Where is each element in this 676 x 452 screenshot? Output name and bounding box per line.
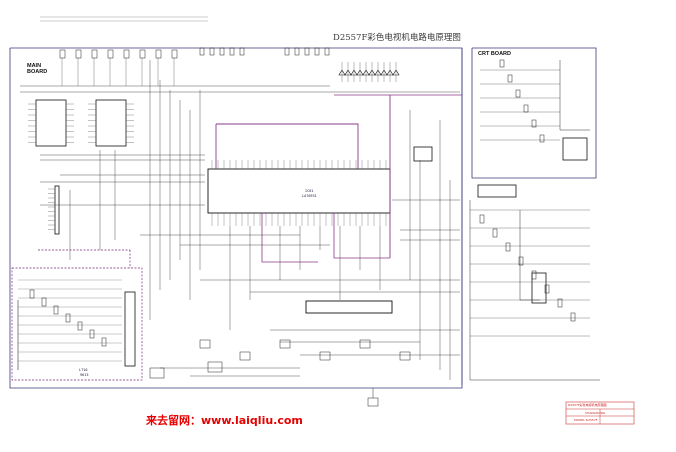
lower-cap <box>239 351 251 361</box>
crt-board-label: CRT BOARD <box>478 51 511 57</box>
top-resistor <box>284 47 290 56</box>
crt-resistor <box>499 59 505 68</box>
crt-resistor <box>523 104 529 113</box>
crt-resistor <box>539 134 545 143</box>
lower-cap <box>399 351 411 361</box>
watermark-text: 来去留网：www.laiqliu.com <box>146 414 303 427</box>
power-resistor <box>89 329 95 339</box>
top-resistor <box>139 49 146 59</box>
crt-board-frame <box>471 47 597 179</box>
right-small-ic <box>413 146 433 162</box>
main-cpu-ic <box>207 168 391 214</box>
left-connector <box>54 185 60 235</box>
lower-cap <box>199 339 211 349</box>
lower-regulator <box>149 367 165 379</box>
lower-cap <box>279 339 291 349</box>
top-resistor <box>91 49 98 59</box>
top-resistor <box>199 47 205 56</box>
crt-driver-ic <box>477 184 517 198</box>
main-board-label: MAIN BOARD <box>27 63 48 75</box>
wire-network <box>17 58 600 398</box>
right-resistor <box>557 298 563 308</box>
top-resistor <box>123 49 130 59</box>
crt-socket <box>562 137 588 161</box>
power-ic-label-top: LT10 <box>79 368 88 372</box>
top-resistor <box>209 47 215 56</box>
title-block-line2: CHANGHONG <box>585 411 606 415</box>
top-resistor <box>229 47 235 56</box>
top-resistor <box>75 49 82 59</box>
power-resistor <box>101 337 107 347</box>
lower-regulator <box>207 361 223 373</box>
top-resistor <box>59 49 66 59</box>
top-resistor <box>294 47 300 56</box>
right-resistor <box>544 284 550 294</box>
crt-resistor <box>531 119 537 128</box>
bottom-connector <box>367 397 379 407</box>
power-resistor <box>53 305 59 315</box>
top-resistor <box>107 49 114 59</box>
power-resistor <box>41 297 47 307</box>
top-resistor <box>324 47 330 56</box>
title-block-line3: MODEL D2557F <box>574 418 598 422</box>
lower-cap <box>319 351 331 361</box>
crt-resistor <box>507 74 513 83</box>
right-resistor <box>531 270 537 280</box>
top-resistor <box>239 47 245 56</box>
right-resistor <box>518 256 524 266</box>
main-board-frame <box>9 47 463 389</box>
power-ic-label-bottom: 9613 <box>80 373 89 377</box>
left-ic-1 <box>35 99 67 147</box>
top-resistor <box>219 47 225 56</box>
top-resistor <box>171 49 178 59</box>
top-resistor <box>155 49 162 59</box>
power-resistor <box>77 321 83 331</box>
vertical-ic <box>531 272 547 304</box>
title-block-line1: D2557F彩色电视机电原理图 <box>568 403 607 407</box>
power-ic <box>124 291 136 367</box>
right-resistor <box>570 312 576 322</box>
crt-resistor <box>515 89 521 98</box>
right-resistor <box>479 214 485 224</box>
left-ic-2 <box>95 99 127 147</box>
top-resistor <box>304 47 310 56</box>
component-symbols <box>29 47 576 407</box>
power-supply-frame <box>11 267 143 381</box>
cpu-label-top: IC01 <box>305 189 314 193</box>
top-resistor <box>314 47 320 56</box>
lower-cap <box>359 339 371 349</box>
diagram-title: D2557F彩色电视机电路电原理图 <box>333 33 461 43</box>
power-resistor <box>29 289 35 299</box>
right-resistor <box>505 242 511 252</box>
cpu-label-bottom: LA76931 <box>302 194 317 198</box>
lower-ic <box>305 300 393 314</box>
power-resistor <box>65 313 71 323</box>
right-resistor <box>492 228 498 238</box>
